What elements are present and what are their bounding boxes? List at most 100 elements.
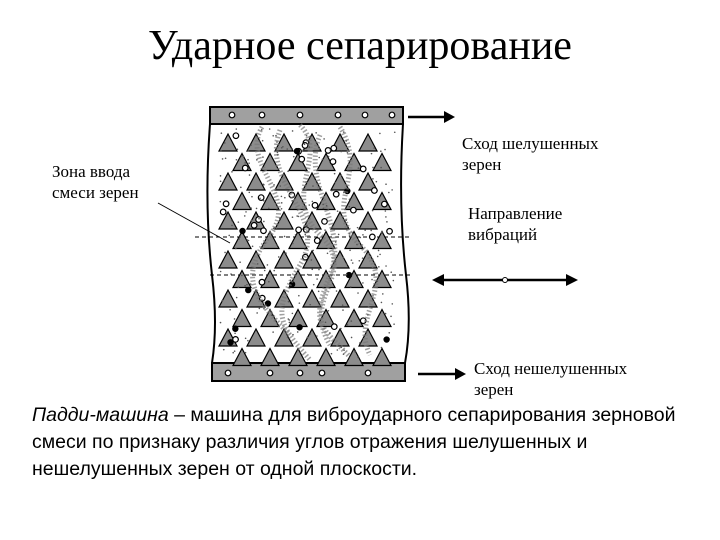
dust-speck xyxy=(236,148,239,151)
unhulled-grain xyxy=(383,336,390,343)
dust-speck xyxy=(342,353,345,355)
dust-speck xyxy=(334,260,336,263)
dust-speck xyxy=(277,256,280,258)
dust-speck xyxy=(219,321,222,324)
dust-speck xyxy=(380,150,382,153)
deflector-triangle xyxy=(260,152,280,172)
dust-speck xyxy=(219,175,222,177)
dust-speck xyxy=(223,180,225,182)
dust-speck xyxy=(244,337,247,340)
dust-speck xyxy=(221,158,224,160)
dust-speck xyxy=(329,332,331,334)
dust-speck xyxy=(248,174,251,176)
dust-speck xyxy=(342,131,345,133)
dust-speck xyxy=(352,311,355,313)
dust-speck xyxy=(244,162,246,164)
dust-speck xyxy=(268,207,270,210)
dust-speck xyxy=(318,156,321,159)
dust-speck xyxy=(256,263,259,265)
dust-speck xyxy=(362,282,364,284)
deflector-triangle xyxy=(274,249,294,269)
dust-speck xyxy=(318,147,321,150)
dust-speck xyxy=(250,144,252,147)
input-zone-label-line2: смеси зерен xyxy=(52,183,139,202)
deflector-triangle xyxy=(260,347,280,367)
dust-speck xyxy=(372,178,374,180)
deflector-triangle xyxy=(260,191,280,211)
dust-speck xyxy=(323,138,325,140)
deflector-triangle xyxy=(344,269,364,289)
dust-speck xyxy=(222,348,225,351)
dust-speck xyxy=(259,296,262,299)
dust-speck xyxy=(322,203,324,206)
dust-speck xyxy=(386,221,388,223)
deflector-triangle xyxy=(344,308,364,328)
slide-title: Ударное сепарирование xyxy=(148,23,572,69)
dust-speck xyxy=(235,128,238,130)
dust-speck xyxy=(392,279,395,282)
dust-speck xyxy=(288,321,291,324)
paddy-machine-diagram: Зона ввода смеси зерен Сход шелушенных з… xyxy=(0,95,720,399)
hulled-grain xyxy=(361,111,369,119)
dust-speck xyxy=(286,148,289,150)
hulled-grain xyxy=(258,111,266,119)
dust-speck xyxy=(287,318,290,320)
dust-speck xyxy=(388,191,390,194)
dust-speck xyxy=(358,259,361,262)
dust-speck xyxy=(298,294,300,297)
right-wall xyxy=(400,123,410,364)
hulled-grain xyxy=(334,111,342,119)
flow-streak xyxy=(312,134,352,359)
hulled-grain xyxy=(330,144,338,152)
dust-speck xyxy=(291,200,293,202)
input-zone-label: Зона ввода смеси зерен xyxy=(52,161,139,203)
unhulled-output-label-line2: зерен xyxy=(474,380,514,399)
dust-speck xyxy=(348,235,351,237)
deflector-triangle xyxy=(260,230,280,250)
deflector-triangle xyxy=(372,152,392,172)
dust-speck xyxy=(391,303,394,305)
unhulled-grain xyxy=(345,271,353,279)
dust-speck xyxy=(291,130,294,132)
dust-speck xyxy=(279,185,282,187)
dust-speck xyxy=(357,167,360,169)
deflector-triangle xyxy=(344,152,364,172)
dust-speck xyxy=(306,224,308,227)
dust-speck xyxy=(362,234,364,236)
dust-speck xyxy=(270,314,273,317)
deflector-triangle xyxy=(218,249,238,269)
dust-speck xyxy=(287,170,289,173)
dust-speck xyxy=(310,259,313,261)
dust-speck xyxy=(244,284,246,287)
deflector-triangle xyxy=(246,171,266,191)
dust-speck xyxy=(233,318,236,320)
dust-speck xyxy=(337,233,340,236)
hulled-grain xyxy=(298,155,306,163)
dust-speck xyxy=(291,216,294,218)
dust-speck xyxy=(379,132,381,135)
dust-speck xyxy=(334,241,337,243)
dust-speck xyxy=(219,270,222,273)
dust-speck xyxy=(390,271,393,274)
hulled-grain xyxy=(219,208,227,216)
deflector-triangle xyxy=(316,230,336,250)
hulled-grain xyxy=(329,158,337,166)
dust-speck xyxy=(270,311,273,314)
hulled-output-label-line2: зерен xyxy=(462,155,502,174)
dust-speck xyxy=(263,269,266,272)
dust-speck xyxy=(304,206,307,208)
dust-speck xyxy=(350,259,353,261)
dust-speck xyxy=(264,242,266,245)
hulled-grain xyxy=(295,226,303,234)
dust-speck xyxy=(291,242,294,245)
dust-speck xyxy=(276,141,278,143)
hulled-grain xyxy=(318,369,326,377)
hulled-grain xyxy=(232,336,239,343)
dust-speck xyxy=(372,295,374,297)
dust-speck xyxy=(305,134,308,137)
dust-speck xyxy=(380,301,383,304)
dust-speck xyxy=(348,198,351,201)
dust-speck xyxy=(348,205,351,208)
hulled-grain xyxy=(241,164,249,172)
input-zone-label-line1: Зона ввода xyxy=(52,162,131,181)
